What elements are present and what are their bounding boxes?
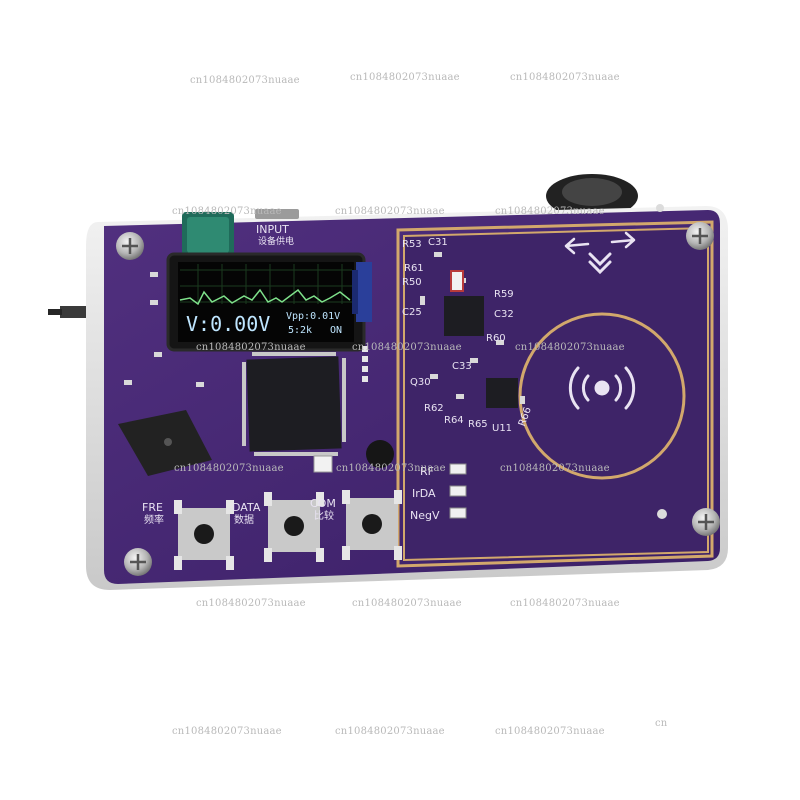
watermark: cn1084802073nuaae [335,726,445,737]
watermark: cn1084802073nuaae [500,463,610,474]
arrow-right-icon [610,231,636,249]
watermark: cn1084802073nuaae [172,726,282,737]
label-u11: U11 [492,423,513,434]
label-r61: R61 [404,263,424,274]
label-fre-cn: 频率 [144,515,164,526]
label-data: DATA [232,501,261,514]
oled-vpp: Vpp:0.01V [286,311,341,322]
label-input: INPUT [256,223,289,236]
label-irda: IrDA [412,487,436,500]
buttons [174,490,402,570]
mcu-chip [242,352,346,456]
label-com-cn: 比较 [314,511,334,522]
label-r62: R62 [424,403,444,414]
label-r59: R59 [494,289,514,300]
watermark: cn1084802073nuaae [350,72,460,83]
label-fre: FRE [142,501,163,514]
label-r50: R50 [402,277,422,288]
label-c33: C33 [452,361,472,372]
label-negv: NegV [410,509,440,522]
label-r64: R64 [444,415,464,426]
watermark-fragment: cn [655,718,668,729]
watermark: cn1084802073nuaae [352,342,462,353]
power-switch [60,306,86,318]
watermark: cn1084802073nuaae [336,463,446,474]
label-com: COM [310,497,336,510]
oled-waveform [179,288,351,306]
watermark: cn1084802073nuaae [515,342,625,353]
oled-status: ON [330,325,343,336]
watermark: cn1084802073nuaae [510,72,620,83]
watermark: cn1084802073nuaae [190,75,300,86]
label-r65: R65 [468,419,488,430]
label-r53: R53 [402,239,422,250]
watermark: cn1084802073nuaae [495,726,605,737]
watermark: cn1084802073nuaae [196,342,306,353]
label-data-cn: 数据 [234,515,254,526]
label-rf: RF [420,465,434,478]
watermark: cn1084802073nuaae [174,463,284,474]
screw-icon [116,222,720,576]
watermark: cn1084802073nuaae [172,206,282,217]
ir-led [366,440,394,468]
label-r60: R60 [486,333,506,344]
arrow-left-icon [564,237,590,255]
label-q30: Q30 [410,377,431,388]
nfc-signal-icon [568,366,636,410]
watermark: cn1084802073nuaae [352,598,462,609]
label-input-cn: 设备供电 [258,237,295,247]
watermark: cn1084802073nuaae [510,598,620,609]
watermark: cn1084802073nuaae [335,206,445,217]
oled-voltage: V:0.00V [186,312,271,336]
label-c32: C32 [494,309,514,320]
oled-rate: 5:2k [288,325,313,336]
label-c25: C25 [402,307,422,318]
watermark: cn1084802073nuaae [196,598,306,609]
label-c31: C31 [428,237,448,248]
watermark: cn1084802073nuaae [495,206,605,217]
chevron-down-icon [588,252,612,275]
